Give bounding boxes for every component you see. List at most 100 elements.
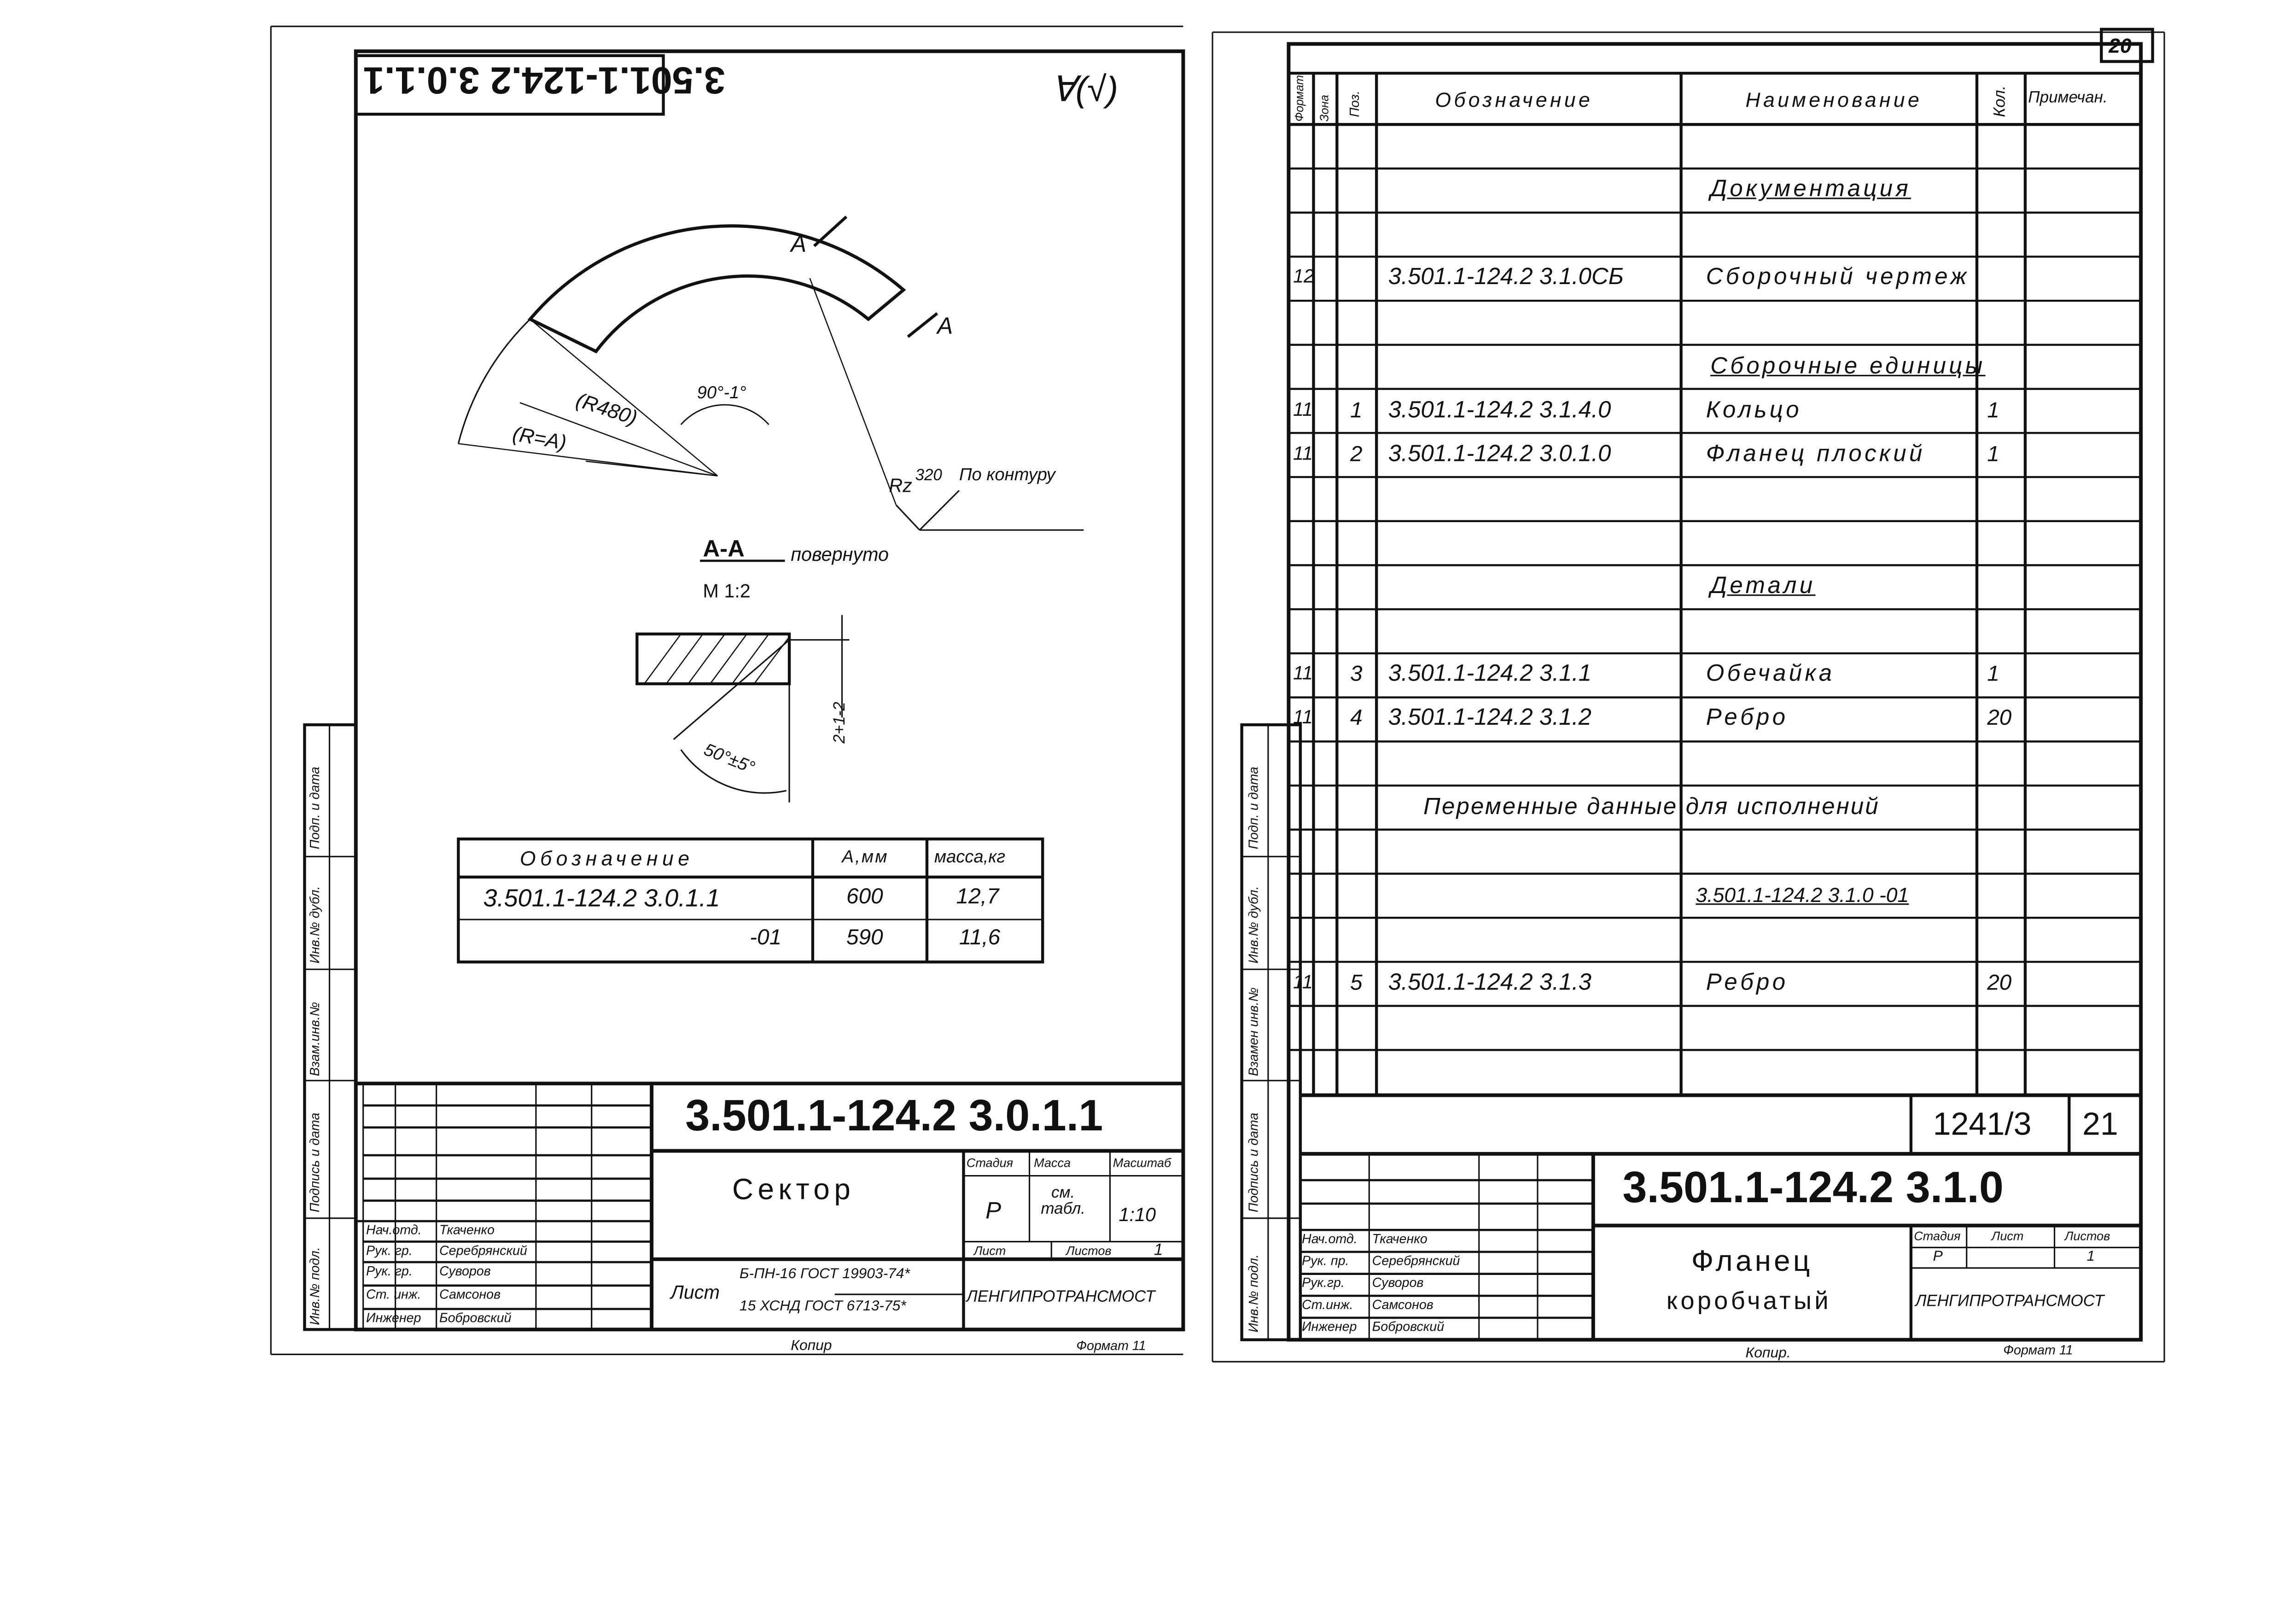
- spec-code: 3.501.1-124.2 3.0.1.0: [1388, 442, 1611, 467]
- spec-format: 11: [1293, 970, 1313, 993]
- stamp-label: Инв.№ дубл.: [1246, 886, 1261, 964]
- drawing-code: 3.501.1-124.2 3.1.0: [1622, 1164, 2004, 1213]
- header-zone: Зона: [1318, 95, 1331, 122]
- stage-label: Стадия: [1914, 1228, 1961, 1243]
- material-bottom: 15 ХСНД ГОСТ 6713-75*: [739, 1298, 906, 1315]
- variants-header-code: Обозначение: [519, 846, 694, 870]
- scale-value: 1:10: [1119, 1203, 1156, 1226]
- stamp-label: Подп. и дата: [307, 767, 322, 850]
- spec-code: 3.501.1-124.2 3.1.0СБ: [1388, 265, 1624, 291]
- spec-pos: 1: [1350, 397, 1363, 423]
- header-note: Примечан.: [2028, 89, 2108, 107]
- section-note: повернуто: [791, 543, 889, 565]
- copied-by: Копир: [791, 1338, 832, 1355]
- staff-name: Суворов: [439, 1263, 491, 1279]
- album-number: 1241/3: [1933, 1105, 2032, 1142]
- stamp-label: Инв.№ дубл.: [307, 886, 322, 964]
- sheets-label: Листов: [2064, 1228, 2110, 1243]
- section-scale: М 1:2: [703, 580, 751, 602]
- general-roughness-symbol: ∀(√): [1051, 70, 1119, 110]
- spec-format: 11: [1293, 706, 1313, 728]
- spec-section-heading: Сборочные единицы: [1710, 353, 1986, 379]
- staff-role: Рук.гр.: [1302, 1275, 1345, 1290]
- copied-by: Копир.: [1745, 1345, 1791, 1362]
- spec-code: 3.501.1-124.2 3.1.3: [1388, 970, 1591, 996]
- staff-role: Инженер: [1302, 1319, 1357, 1334]
- staff-name: Ткаченко: [439, 1222, 495, 1238]
- spec-qty: 20: [1987, 706, 2012, 731]
- drawing-name: Сектор: [732, 1174, 855, 1207]
- mirrored-drawing-code: 3.501.1-124.2 3.0.1.1: [363, 58, 725, 103]
- stage-value: Р: [1933, 1249, 1943, 1265]
- variants-row-a: 600: [846, 884, 883, 909]
- spec-section-heading: Документация: [1710, 177, 1911, 203]
- spec-name: Обечайка: [1706, 662, 1835, 687]
- scale-label: Масштаб: [1113, 1155, 1171, 1170]
- staff-name: Ткаченко: [1372, 1231, 1428, 1246]
- organization: ЛЕНГИПРОТРАНСМОСТ: [966, 1288, 1155, 1306]
- mass-label: Масса: [1034, 1155, 1071, 1170]
- spec-format: 11: [1293, 397, 1313, 420]
- staff-role: Ст. инж.: [366, 1287, 421, 1302]
- spec-name: Ребро: [1706, 970, 1789, 996]
- stamp-label: Подпись и дата: [1246, 1112, 1261, 1213]
- staff-name: Серебрянский: [1372, 1253, 1460, 1268]
- spec-pos: 3: [1350, 662, 1363, 687]
- variants-row-mass: 11,6: [959, 925, 1001, 950]
- variants-row-code: -01: [750, 925, 782, 950]
- staff-role: Нач.отд.: [366, 1222, 422, 1238]
- stamp-label: Взам.инв.№: [307, 1002, 322, 1077]
- header-qty: Кол.: [1991, 85, 2009, 117]
- album-page: 21: [2082, 1105, 2118, 1142]
- material-label: Лист: [670, 1281, 720, 1304]
- sheets-label: Листов: [1066, 1243, 1112, 1258]
- drawing-name-line2: коробчатый: [1666, 1287, 1831, 1315]
- stamp-label: Взамен инв.№: [1246, 987, 1261, 1077]
- variants-header-a: А,мм: [842, 846, 889, 867]
- staff-role: Нач.отд.: [1302, 1231, 1358, 1246]
- staff-role: Инженер: [366, 1310, 421, 1325]
- spec-format: 12: [1293, 265, 1314, 288]
- spec-variant-code: 3.501.1-124.2 3.1.0 -01: [1696, 882, 1909, 906]
- drawing-name-line1: Фланец: [1691, 1246, 1813, 1279]
- header-pos: Поз.: [1347, 90, 1362, 117]
- spec-name: Сборочный чертеж: [1706, 265, 1970, 291]
- variants-header-mass: масса,кг: [934, 846, 1006, 867]
- spec-pos: 5: [1350, 970, 1363, 996]
- spec-name: Кольцо: [1706, 397, 1802, 423]
- section-mark-right: A: [937, 314, 953, 340]
- page-number: 20: [2109, 34, 2132, 58]
- mass-value: см. табл.: [1041, 1184, 1085, 1218]
- sheets-value: 1: [1154, 1241, 1163, 1259]
- spec-pos: 4: [1350, 706, 1363, 731]
- roughness-symbol: Rz: [889, 474, 912, 497]
- spec-section-heading: Детали: [1710, 574, 1816, 599]
- roughness-note: По контуру: [959, 464, 1055, 485]
- spec-qty: 1: [1987, 442, 1999, 467]
- staff-role: Рук. гр.: [366, 1263, 413, 1279]
- staff-role: Ст.инж.: [1302, 1297, 1353, 1312]
- format-label: Формат 11: [1076, 1338, 1146, 1353]
- format-label: Формат 11: [2003, 1343, 2073, 1357]
- spec-qty: 1: [1987, 662, 1999, 687]
- staff-name: Самсонов: [1372, 1297, 1434, 1312]
- sheet-label: Лист: [1991, 1228, 2024, 1243]
- staff-name: Серебрянский: [439, 1243, 527, 1258]
- header-name: Наименование: [1745, 87, 1923, 111]
- material-top: Б-ПН-16 ГОСТ 19903-74*: [739, 1266, 910, 1283]
- roughness-value: 320: [915, 467, 942, 485]
- spec-variant-heading: Переменные данные для исполнений: [1423, 794, 1880, 820]
- angle-label: 90°-1°: [697, 382, 746, 403]
- sheet-label: Лист: [973, 1243, 1006, 1258]
- spec-name: Ребро: [1706, 706, 1789, 731]
- spec-qty: 20: [1987, 970, 2012, 996]
- spec-code: 3.501.1-124.2 3.1.4.0: [1388, 397, 1611, 423]
- spec-pos: 2: [1350, 442, 1363, 467]
- organization: ЛЕНГИПРОТРАНСМОСТ: [1915, 1292, 2104, 1311]
- stage-value: Р: [985, 1199, 1002, 1224]
- header-code: Обозначение: [1435, 87, 1593, 111]
- staff-name: Бобровский: [1372, 1319, 1445, 1334]
- staff-role: Рук. гр.: [366, 1243, 413, 1258]
